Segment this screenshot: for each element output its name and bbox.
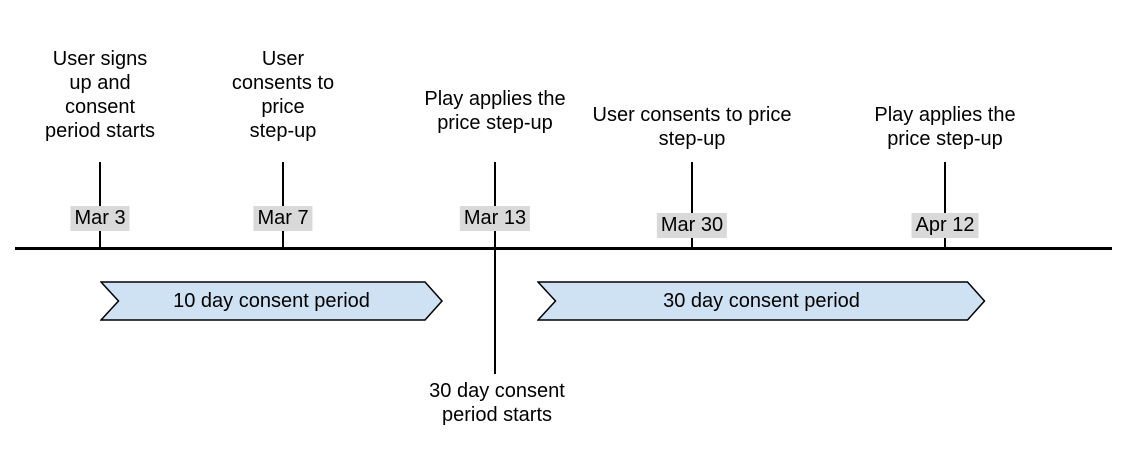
event-date-badge: Mar 3 [70, 206, 130, 231]
event-tick-line [691, 162, 693, 248]
event-date-badge: Apr 12 [911, 213, 979, 238]
consent-period-30day-banner: 30 day consent period [537, 281, 986, 321]
timeline-axis [15, 247, 1112, 250]
event-description: User consents to price step-up [592, 104, 792, 150]
event-description: User signs up and consent period starts [44, 48, 156, 142]
period-start-annotation: 30 day consent period starts [429, 380, 565, 426]
event-tick-line [494, 162, 496, 248]
event-description: Play applies the price step-up [874, 104, 1016, 150]
event-description: User consents to price step-up [231, 48, 335, 142]
chevron-banner-shape [537, 281, 986, 321]
event-date-badge: Mar 7 [253, 206, 313, 231]
event-tick-line [99, 162, 101, 248]
chevron-banner-icon [537, 281, 986, 321]
event-tick-line [944, 162, 946, 248]
period-start-connector-line [494, 249, 496, 374]
chevron-banner-shape [100, 281, 443, 321]
event-description: Play applies the price step-up [424, 88, 566, 134]
event-tick-line [282, 162, 284, 248]
chevron-banner-icon [100, 281, 443, 321]
event-date-badge: Mar 13 [459, 206, 531, 231]
consent-period-label: 30 day consent period [663, 290, 860, 312]
consent-period-label: 10 day consent period [173, 290, 370, 312]
consent-period-10day-banner: 10 day consent period [100, 281, 443, 321]
event-date-badge: Mar 30 [656, 213, 728, 238]
